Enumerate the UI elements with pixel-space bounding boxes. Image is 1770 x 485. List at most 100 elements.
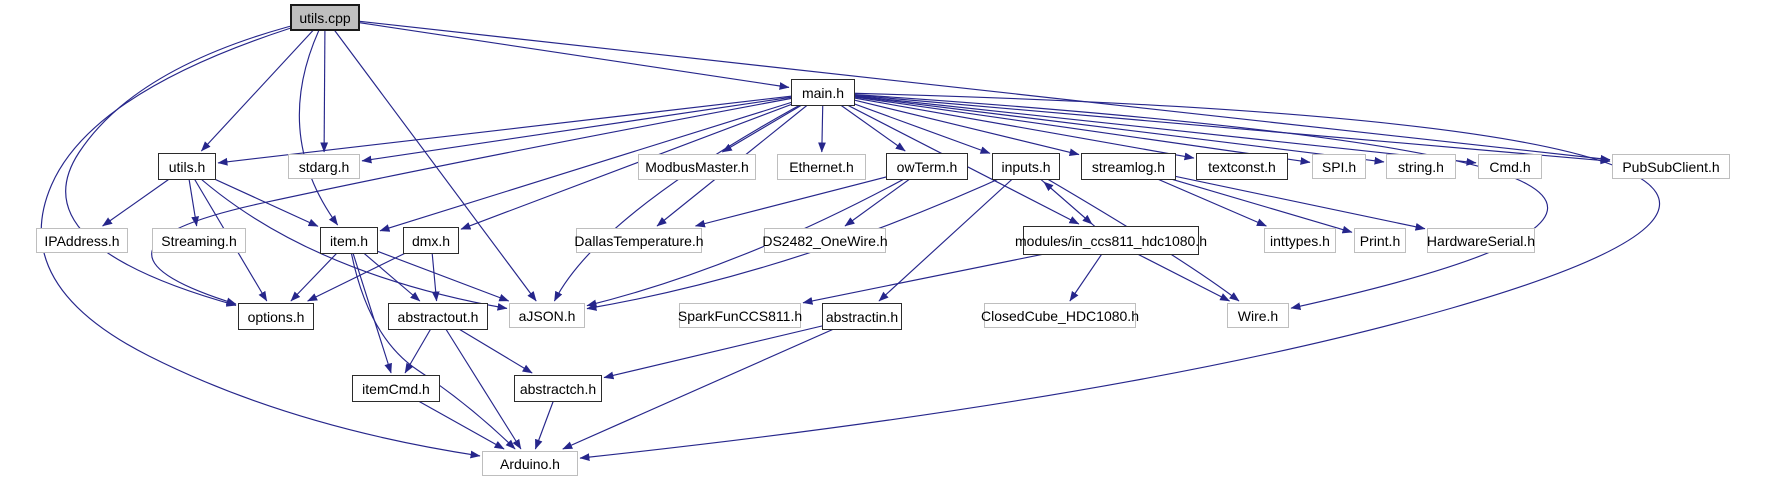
node-options_h[interactable]: options.h — [238, 303, 314, 330]
node-Print_h: Print.h — [1354, 228, 1406, 253]
node-ModbusMaster_h: ModbusMaster.h — [638, 154, 756, 180]
node-Wire_h: Wire.h — [1227, 303, 1289, 328]
node-label: options.h — [247, 308, 305, 325]
include-edge-utils_cpp-to-Arduino_h — [40, 16, 481, 459]
node-DallasTemperature_h: DallasTemperature.h — [574, 228, 704, 253]
include-edge-main_h-to-utils_h — [217, 91, 824, 166]
node-label: abstractout.h — [397, 308, 479, 325]
node-Streaming_h: Streaming.h — [152, 228, 246, 253]
node-label: owTerm.h — [896, 158, 958, 175]
node-SPI_h: SPI.h — [1312, 154, 1366, 179]
node-label: Cmd.h — [1489, 158, 1531, 175]
include-edge-main_h-to-stdarg_h — [361, 91, 824, 164]
include-edge-item_h-to-Arduino_h — [348, 240, 516, 450]
node-label: dmx.h — [411, 232, 451, 249]
include-edge-main_h-to-Arduino_h — [579, 91, 1661, 461]
node-label: abstractch.h — [519, 380, 597, 397]
node-HardwareSerial_h: HardwareSerial.h — [1427, 228, 1535, 253]
include-edge-abstractout_h-to-Arduino_h — [437, 316, 522, 450]
node-inputs_h[interactable]: inputs.h — [992, 153, 1060, 180]
node-label: IPAddress.h — [44, 232, 120, 249]
node-label: PubSubClient.h — [1622, 158, 1720, 175]
include-edge-main_h-to-Cmd_h — [822, 91, 1477, 166]
node-label: Print.h — [1359, 232, 1401, 249]
node-string_h: string.h — [1386, 154, 1456, 179]
node-label: utils.h — [168, 158, 206, 175]
node-label: item.h — [329, 232, 369, 249]
node-label: string.h — [1398, 158, 1444, 175]
node-DS2482_OneWire_h: DS2482_OneWire.h — [762, 228, 888, 253]
node-label: main.h — [801, 84, 845, 101]
node-abstractout_h[interactable]: abstractout.h — [388, 303, 488, 330]
include-edge-utils_cpp-to-item_h — [298, 17, 339, 226]
node-label: HardwareSerial.h — [1426, 232, 1536, 249]
node-label: stdarg.h — [298, 158, 350, 175]
node-PubSubClient_h: PubSubClient.h — [1612, 154, 1730, 179]
node-item_h[interactable]: item.h — [320, 227, 378, 254]
include-edge-main_h-to-options_h — [151, 91, 824, 306]
node-SparkFunCCS811_h: SparkFunCCS811.h — [677, 303, 803, 328]
node-label: aJSON.h — [518, 307, 576, 324]
include-edge-main_h-to-textconst_h — [822, 91, 1195, 161]
node-label: Arduino.h — [500, 455, 560, 472]
node-stdarg_h: stdarg.h — [288, 154, 360, 179]
include-edge-utils_cpp-to-stdarg_h — [320, 17, 329, 153]
node-Arduino_h: Arduino.h — [482, 451, 578, 476]
node-label: inttypes.h — [1270, 232, 1330, 249]
include-edge-utils_cpp-to-PubSubClient_h — [324, 16, 1611, 163]
node-abstractin_h[interactable]: abstractin.h — [822, 303, 902, 330]
include-edge-utils_h-to-aJSON_h — [186, 166, 508, 311]
node-streamlog_h[interactable]: streamlog.h — [1081, 153, 1176, 180]
include-edge-main_h-to-streamlog_h — [822, 91, 1080, 157]
include-edge-main_h-to-aJSON_h — [553, 91, 824, 302]
include-edge-item_h-to-itemCmd_h — [348, 240, 392, 374]
node-label: ModbusMaster.h — [645, 159, 749, 175]
include-edge-owTerm_h-to-aJSON_h — [586, 165, 928, 308]
include-edge-inputs_h-to-abstractin_h — [878, 166, 1027, 302]
node-main_h[interactable]: main.h — [791, 79, 855, 106]
include-edge-utils_cpp-to-aJSON_h — [324, 17, 537, 302]
node-inttypes_h: inttypes.h — [1264, 228, 1336, 253]
include-edge-utils_cpp-to-options_h — [65, 16, 326, 307]
node-owTerm_h[interactable]: owTerm.h — [886, 153, 968, 180]
include-edge-main_h-to-Wire_h — [822, 91, 1548, 310]
node-label: SparkFunCCS811.h — [677, 307, 803, 324]
node-label: textconst.h — [1208, 158, 1276, 175]
node-abstractch_h[interactable]: abstractch.h — [514, 375, 602, 402]
include-edge-main_h-to-item_h — [379, 91, 824, 232]
include-edge-abstractin_h-to-abstractch_h — [603, 315, 863, 380]
node-label: modules/in_ccs811_hdc1080.h — [1015, 232, 1207, 249]
node-label: DS2482_OneWire.h — [762, 232, 888, 249]
node-textconst_h[interactable]: textconst.h — [1196, 153, 1288, 180]
node-Ethernet_h: Ethernet.h — [777, 154, 866, 180]
node-label: ClosedCube_HDC1080.h — [981, 307, 1139, 324]
node-label: Streaming.h — [161, 232, 237, 249]
node-ClosedCube_HDC1080_h: ClosedCube_HDC1080.h — [981, 303, 1139, 328]
node-IPAddress_h: IPAddress.h — [36, 228, 128, 253]
node-label: Ethernet.h — [789, 159, 854, 175]
node-label: inputs.h — [1001, 158, 1051, 175]
node-label: itemCmd.h — [362, 380, 430, 397]
node-utils_cpp[interactable]: utils.cpp — [290, 4, 360, 31]
node-dmx_h[interactable]: dmx.h — [403, 227, 459, 254]
node-label: Wire.h — [1237, 307, 1279, 324]
node-label: streamlog.h — [1091, 158, 1166, 175]
include-edge-abstractin_h-to-Arduino_h — [562, 315, 863, 450]
node-Cmd_h: Cmd.h — [1478, 154, 1542, 179]
node-utils_h[interactable]: utils.h — [158, 153, 216, 180]
node-label: utils.cpp — [299, 9, 351, 26]
node-itemCmd_h[interactable]: itemCmd.h — [352, 375, 440, 402]
include-edge-streamlog_h-to-HardwareSerial_h — [1128, 165, 1426, 231]
include-edge-utils_cpp-to-utils_h — [200, 17, 326, 152]
node-label: DallasTemperature.h — [574, 232, 704, 249]
node-label: abstractin.h — [825, 308, 899, 325]
include-edge-main_h-to-SPI_h — [822, 91, 1311, 165]
include-edge-inputs_h-to-aJSON_h — [586, 165, 1027, 311]
include-edge-main_h-to-PubSubClient_h — [822, 91, 1611, 165]
include-edge-utils_cpp-to-main_h — [324, 16, 790, 90]
node-aJSON_h: aJSON.h — [509, 303, 585, 328]
node-modules_in_ccs811_hdc1080_h[interactable]: modules/in_ccs811_hdc1080.h — [1015, 226, 1207, 255]
include-edge-main_h-to-string_h — [822, 91, 1385, 165]
